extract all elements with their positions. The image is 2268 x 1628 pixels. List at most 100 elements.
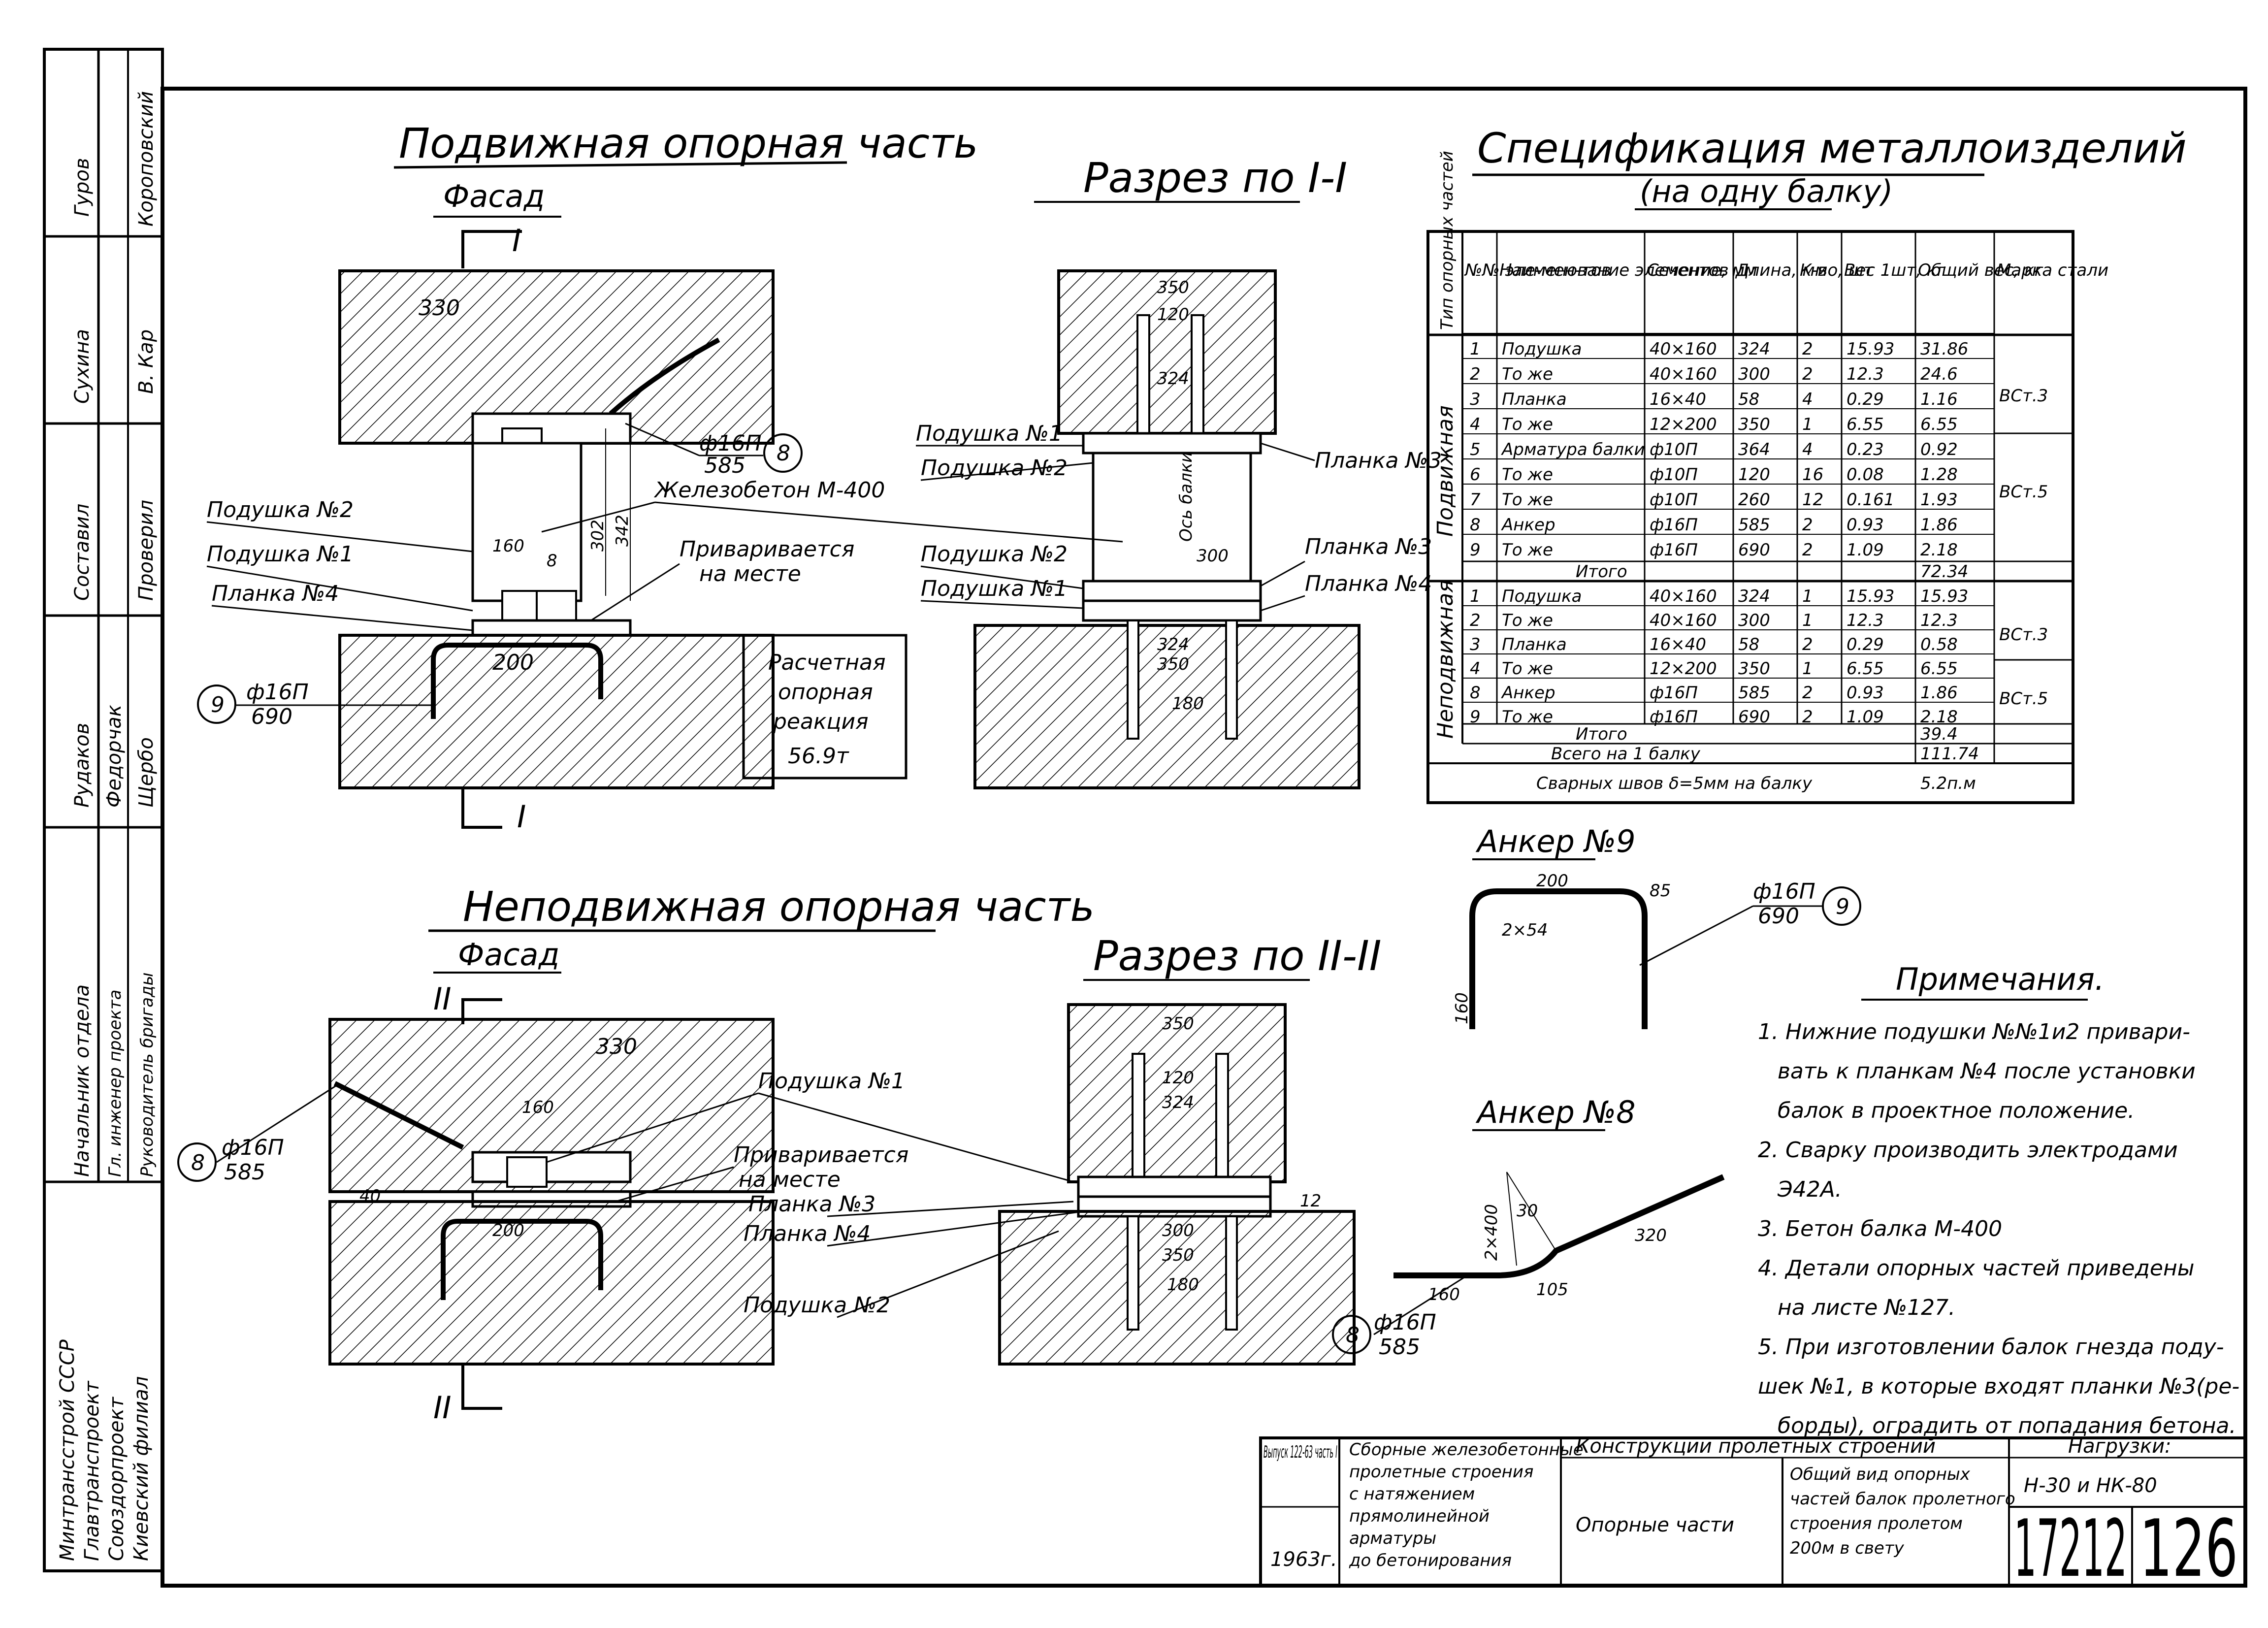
label-plank3-c: Планка №3: [1305, 534, 1432, 559]
spec-row-f-n: 2: [1470, 611, 1481, 630]
spec-row-m-sec: 16×40: [1650, 390, 1706, 409]
spec-row-m-q: 2: [1802, 540, 1813, 560]
dim-350-b: 350: [1157, 654, 1189, 674]
spec-row-m-t: 31.86: [1920, 339, 1968, 359]
label-bar16-585-a: ф16П: [699, 431, 762, 456]
label-plank3-d: Планка №3: [748, 1192, 875, 1217]
spec-row-f-w: 6.55: [1847, 659, 1884, 679]
spec-row-m-sec: 40×160: [1650, 339, 1717, 359]
label-len-690-b: 690: [1758, 904, 1799, 929]
spec-row-m-name: То же: [1502, 364, 1553, 384]
welds: 5.2п.м: [1920, 774, 1976, 793]
beam-section-2: [1067, 1003, 1287, 1183]
label-welded-2b: на месте: [739, 1167, 841, 1192]
stamp-cell-4: Составил: [71, 504, 94, 601]
spec-row-m-w: 0.29: [1847, 390, 1884, 409]
spec-row-f-sec: ф16П: [1650, 683, 1698, 703]
stamp-cell-1: Короповский: [135, 91, 158, 227]
dim-2x54: 2×54: [1502, 920, 1548, 940]
tb-load-label: Нагрузки:: [2068, 1435, 2171, 1458]
spec-row-m-len: 324: [1738, 339, 1770, 359]
dim-324-c: 324: [1162, 1093, 1194, 1112]
note-line: 4. Детали опорных частей приведены: [1758, 1256, 2195, 1281]
steel-m2: ВСт.5: [1999, 482, 2048, 502]
spec-row-m-name: Подушка: [1502, 339, 1582, 359]
anchor-9: Анкер №9 200 85 2×54 160 ф16П 690 9: [1452, 823, 1861, 1029]
spec-row-m-name: Планка: [1502, 390, 1567, 409]
spec-row-f-n: 8: [1470, 683, 1481, 703]
spec-row-m-len: 350: [1738, 415, 1770, 434]
spec-row-m-len: 690: [1738, 540, 1770, 560]
group-movable: Подвижная: [1433, 405, 1458, 537]
hdr-num: №№ эле-мен-тов: [1464, 260, 1611, 280]
spec-row-f-t: 1.86: [1920, 683, 1958, 703]
facade-1-label: Фасад: [443, 178, 545, 214]
spec-row-m-sec: ф16П: [1650, 515, 1698, 535]
axis-beam: Ось балки: [1176, 452, 1196, 542]
spec-row-m-n: 7: [1470, 490, 1481, 510]
spec-row-f-len: 324: [1738, 586, 1770, 606]
abutment-1: [338, 634, 775, 789]
stamp-cell-5: Проверил: [135, 500, 158, 601]
title-block: Выпуск 122-63 часть I 1963г. Сборные жел…: [1259, 1435, 2247, 1595]
reaction-4: 56.9т: [788, 744, 849, 769]
spec-row-m-sec: ф10П: [1650, 490, 1698, 510]
dim-105: 105: [1536, 1280, 1568, 1300]
total: 111.74: [1920, 744, 1979, 764]
section-2: Разрез по II-II 350 120 324 300 350 180 …: [998, 932, 1382, 1366]
spec-row-m-name: То же: [1502, 465, 1553, 485]
spec-row-f-sec: 16×40: [1650, 635, 1706, 654]
stamp-cell-3: В. Кар: [135, 329, 158, 394]
section-1: Разрез по I-I 350 120 324 Ось балки 300 …: [654, 154, 1442, 789]
spec-row-f-n: 3: [1470, 635, 1481, 654]
label-pod2-d: Подушка №2: [744, 1293, 890, 1318]
stamp-cell-6: Рудаков: [71, 723, 94, 808]
reaction-3: реакция: [773, 709, 869, 734]
spec-row-m-q: 12: [1802, 490, 1823, 510]
spec-row-f-w: 0.29: [1847, 635, 1884, 654]
stamp-role-1: Гл. инженер проекта: [105, 990, 125, 1177]
steel-m1: ВСт.3: [1999, 386, 2048, 406]
spec-row-m-t: 1.93: [1920, 490, 1958, 510]
spec-row-f-q: 1: [1802, 611, 1813, 630]
spec-row-f-name: Анкер: [1501, 683, 1555, 703]
spec-table: Спецификация металлоизделий (на одну бал…: [1426, 124, 2187, 804]
spec-row-m-w: 0.93: [1847, 515, 1884, 535]
spec-row-m-w: 15.93: [1847, 339, 1894, 359]
spec-row-m-t: 6.55: [1920, 415, 1958, 434]
spec-row-f-q: 1: [1802, 659, 1813, 679]
dim-300-a: 300: [1197, 546, 1229, 566]
label-pod2-a: Подушка №2: [207, 497, 354, 522]
subtotal-f: 39.4: [1920, 724, 1958, 744]
dim-200-a: 200: [492, 650, 534, 675]
hdr-name: Наименование элементов: [1499, 260, 1729, 280]
label-welded-1b: Приваривается: [734, 1142, 908, 1168]
spec-row-f-sec: 40×160: [1650, 586, 1717, 606]
dim-160-a: 160: [492, 536, 524, 556]
stamp-cell-8: Щербо: [135, 737, 158, 808]
stamp-cell-7: Федорчак: [103, 705, 126, 808]
callout-9-b: 9: [1836, 894, 1849, 919]
spec-row-f-n: 9: [1470, 707, 1481, 727]
beam-section-1: [1057, 269, 1277, 435]
dim-330-b: 330: [596, 1034, 637, 1059]
total-label: Всего на 1 балку: [1551, 744, 1701, 764]
spec-row-m-len: 364: [1738, 440, 1770, 459]
abutment-2: [328, 1200, 775, 1366]
dim-342: 342: [613, 515, 632, 547]
spec-row-f-sec: 40×160: [1650, 611, 1717, 630]
dim-300-b: 300: [1162, 1221, 1194, 1240]
stamp-role-2: Руководитель бригады: [137, 973, 157, 1177]
label-plank4-a: Планка №4: [212, 581, 339, 606]
dim-350-a: 350: [1157, 278, 1189, 297]
hdr-total: Общий вес, кг: [1918, 260, 2044, 280]
tb-section-head: Конструкции пролетных строений: [1576, 1435, 1936, 1458]
spec-row-f-t: 15.93: [1920, 586, 1968, 606]
spec-row-m-len: 58: [1738, 390, 1759, 409]
dim-180-a: 180: [1172, 694, 1204, 714]
abutment-section-1: [973, 624, 1361, 789]
label-len-585-a: 585: [704, 453, 745, 478]
spec-row-f-w: 12.3: [1847, 611, 1884, 630]
